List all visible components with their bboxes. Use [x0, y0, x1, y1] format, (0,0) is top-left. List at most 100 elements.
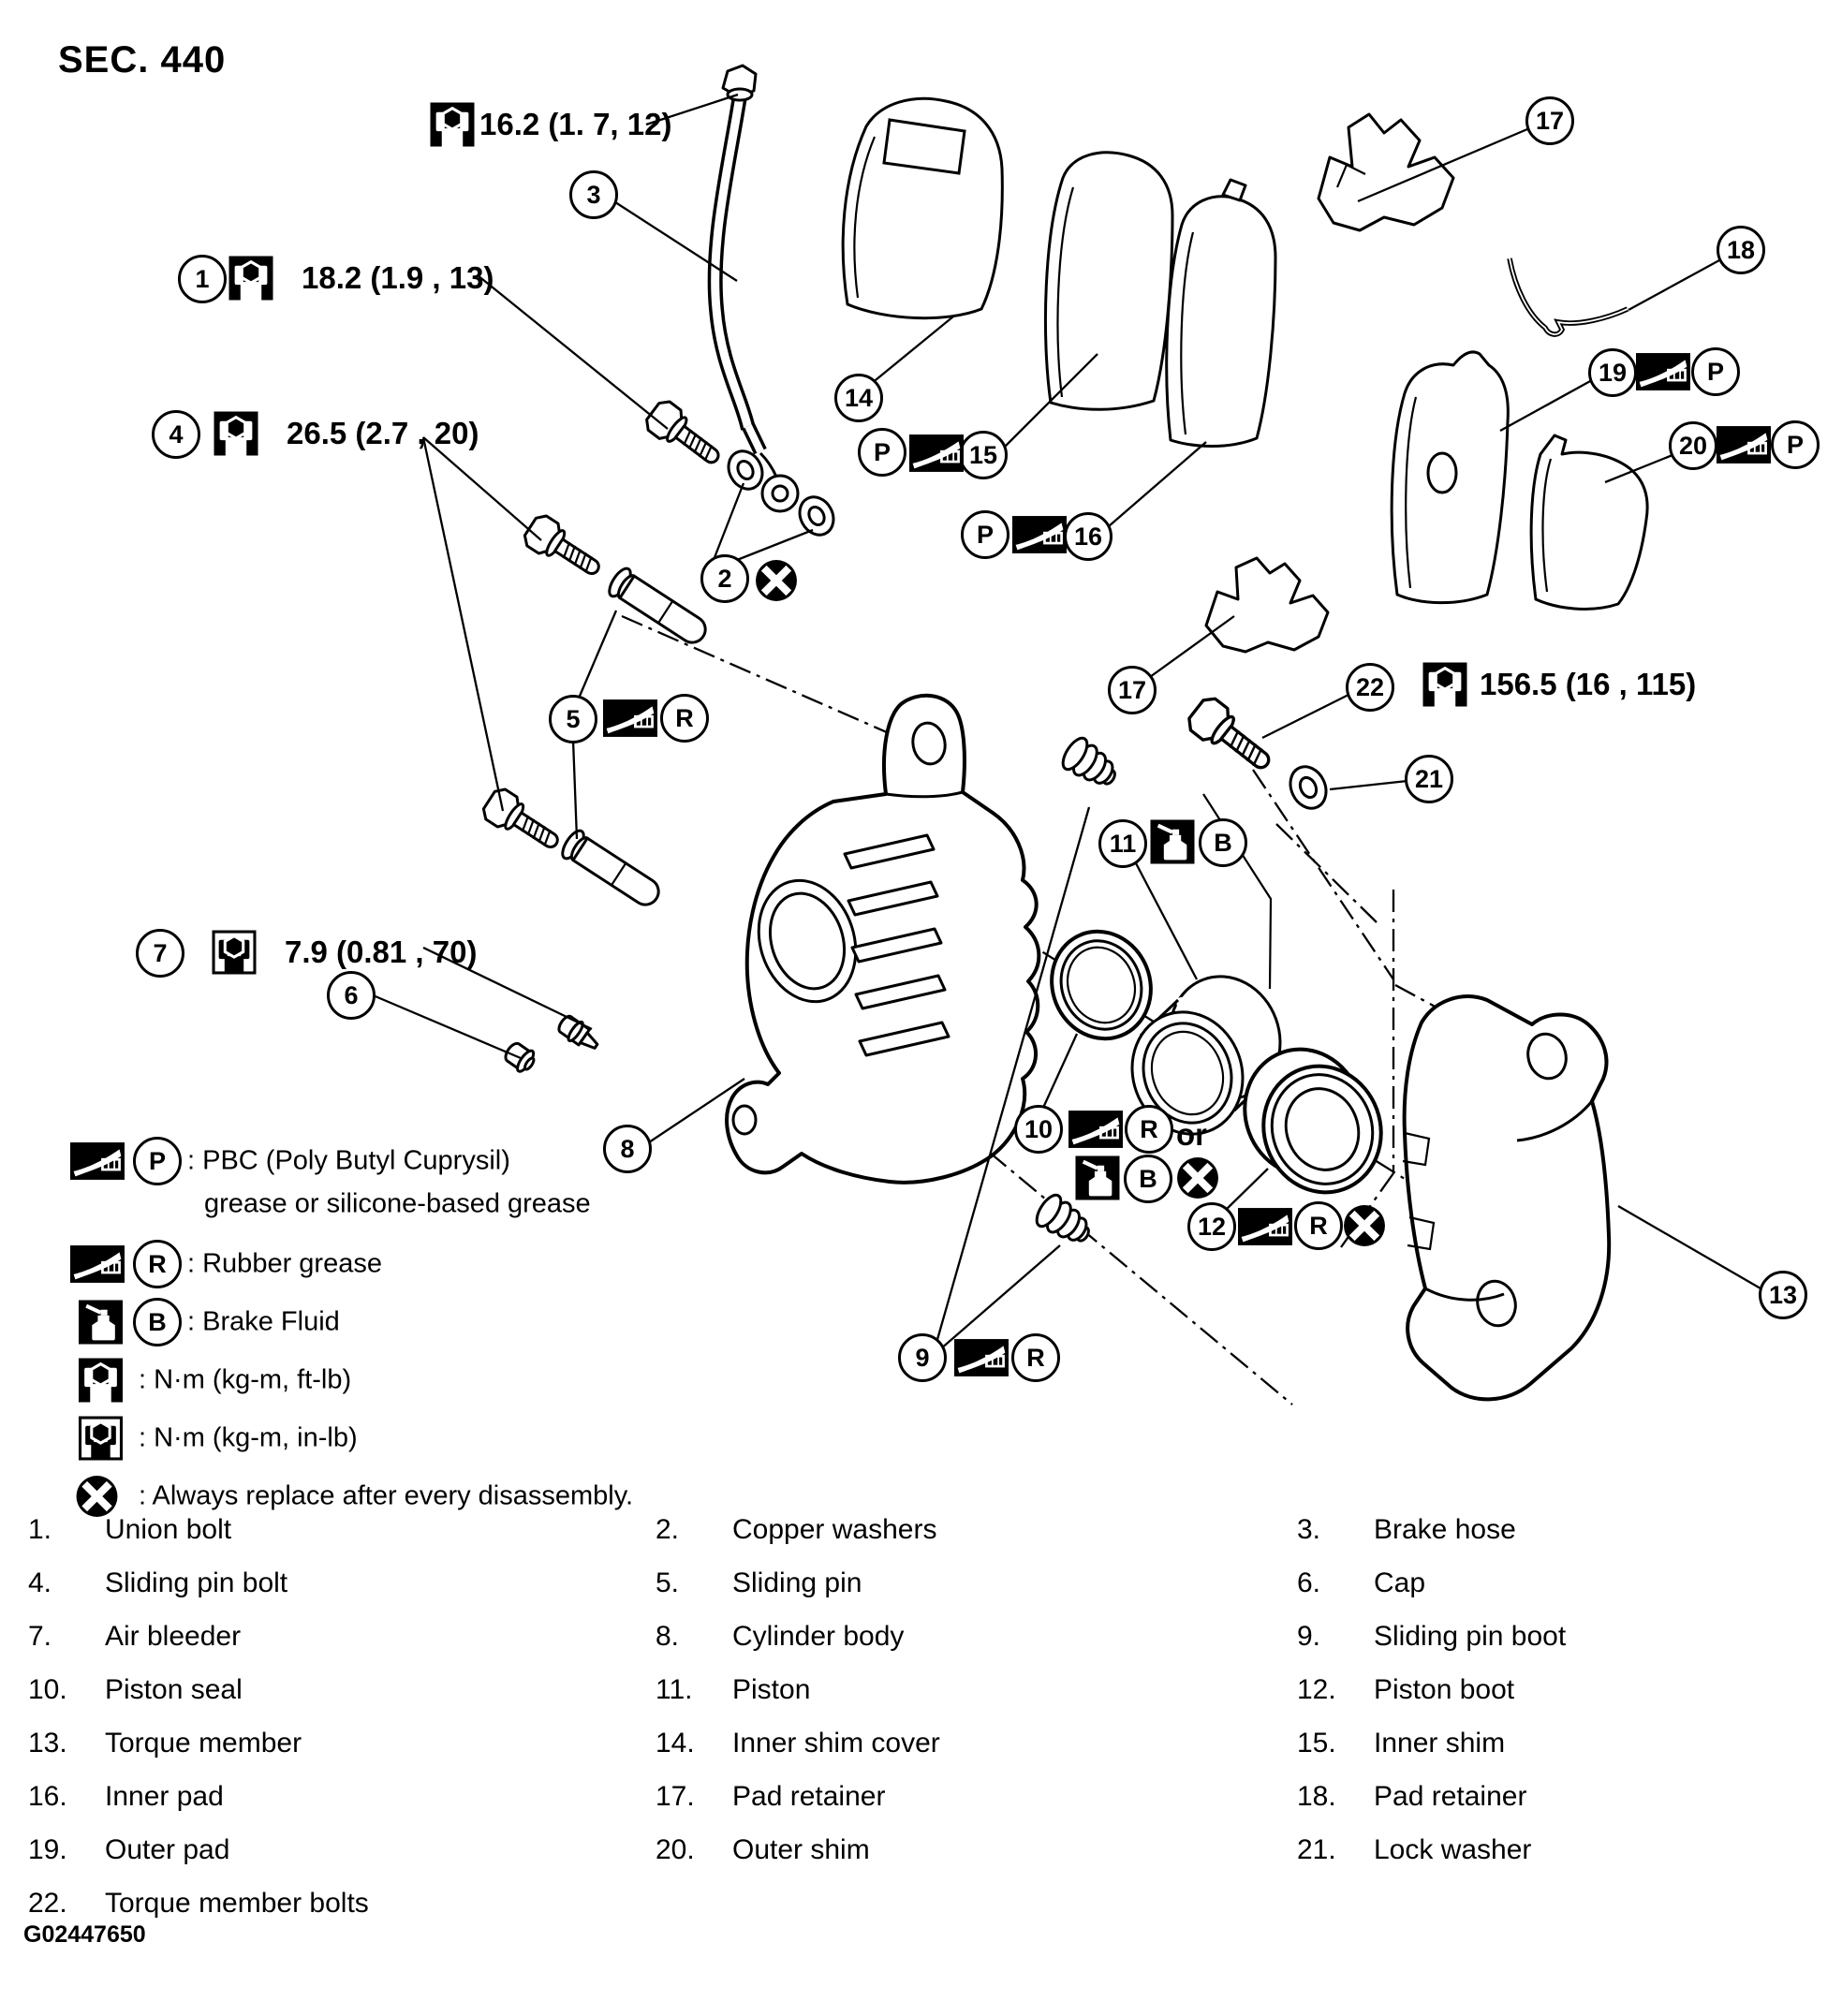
part-number: 2. [656, 1514, 680, 1545]
wrench-ftlb-legend-icon [79, 1358, 123, 1403]
legend-text-line2: grease or silicone-based grease [204, 1188, 591, 1219]
brake-fluid-icon [79, 1300, 123, 1345]
grease-chip [603, 699, 657, 738]
letter-R-badge: R [1125, 1105, 1173, 1154]
inner-shim-drawing [1043, 151, 1174, 411]
brake-hose-drawing [707, 64, 780, 482]
section-title: SEC. 440 [58, 39, 227, 81]
callout-7: 7 [136, 929, 184, 978]
legend-text: : PBC (Poly Butyl Cuprysil) [187, 1145, 510, 1176]
legend-text: : N·m (kg-m, in-lb) [139, 1422, 358, 1453]
part-name: Pad retainer [1374, 1781, 1527, 1812]
figure-code: G02447650 [23, 1921, 146, 1948]
pad-retainer-drawing [1204, 112, 1455, 654]
callout-16: 16 [1064, 512, 1113, 561]
wrench-ftlb-icon [430, 102, 475, 147]
air-bleeder-drawing [557, 1014, 599, 1050]
brake-fluid-icon [1075, 1155, 1120, 1200]
part-number: 3. [1297, 1514, 1321, 1545]
torque-label: or [1176, 1117, 1207, 1152]
part-number: 4. [28, 1567, 52, 1598]
callout-5: 5 [549, 695, 597, 743]
grease-chip [1012, 515, 1067, 554]
callout-3: 3 [569, 170, 618, 219]
part-name: Torque member bolts [105, 1888, 369, 1919]
grease-chip [1238, 1207, 1292, 1246]
fluid-chip [1150, 819, 1195, 864]
letter-P-badge: P [133, 1137, 182, 1185]
part-number: 9. [1297, 1621, 1321, 1652]
part-name: Sliding pin bolt [105, 1567, 288, 1598]
callout-18: 18 [1717, 226, 1765, 274]
leader-lines [370, 93, 1761, 1350]
replace-after-disassembly-icon [756, 560, 797, 601]
copper-washer-drawing [798, 495, 835, 537]
letter-R-badge: R [133, 1240, 182, 1288]
callout-12: 12 [1187, 1202, 1236, 1251]
x-chip [1176, 1156, 1220, 1200]
part-name: Union bolt [105, 1514, 232, 1545]
part-name: Copper washers [732, 1514, 937, 1545]
piston-drawing [1130, 975, 1282, 1136]
callout-20: 20 [1669, 421, 1717, 470]
wrench-inlb-legend-icon [79, 1416, 123, 1461]
part-number: 18. [1297, 1781, 1336, 1812]
part-number: 1. [28, 1514, 52, 1545]
inner-pad-drawing [1165, 178, 1277, 448]
fluid-chip [1075, 1155, 1120, 1200]
grease-legend-icon [70, 1141, 125, 1181]
callout-19: 19 [1588, 348, 1637, 397]
brake-fluid-icon [1150, 819, 1195, 864]
letter-P-badge: P [1691, 347, 1740, 396]
part-name: Piston seal [105, 1674, 243, 1705]
grease-icon [1012, 516, 1067, 553]
callout-15: 15 [959, 431, 1008, 479]
wrench-ftlb-chip [1422, 662, 1467, 707]
callout-10: 10 [1014, 1105, 1063, 1154]
cylinder-body-drawing [725, 693, 1041, 1185]
callout-13: 13 [1759, 1271, 1807, 1319]
x-chip [1343, 1204, 1387, 1248]
legend-text: : N·m (kg-m, ft-lb) [139, 1364, 352, 1395]
letter-chip: B [1199, 818, 1247, 867]
legend-text: : Always replace after every disassembly… [139, 1480, 634, 1511]
callout-21: 21 [1405, 755, 1453, 803]
replace-after-disassembly-icon [76, 1476, 118, 1517]
grease-icon [70, 1245, 125, 1283]
part-number: 11. [656, 1674, 693, 1705]
letter-chip: P [858, 428, 906, 477]
wrench-ftlb-icon [228, 256, 273, 301]
torque-label: 7.9 (0.81 , 70) [285, 934, 478, 969]
wrench-ftlb-icon [1422, 662, 1467, 707]
letter-P-badge: P [961, 510, 1009, 559]
callout-22: 22 [1346, 663, 1394, 712]
part-name: Outer pad [105, 1834, 230, 1865]
part-number: 8. [656, 1621, 680, 1652]
grease-chip [909, 434, 964, 473]
union-bolt-drawing [641, 395, 729, 476]
wrench-inlb-icon [79, 1416, 123, 1461]
part-name: Inner pad [105, 1781, 224, 1812]
part-name: Lock washer [1374, 1834, 1532, 1865]
part-number: 19. [28, 1834, 67, 1865]
grease-chip [1717, 425, 1771, 464]
letter-chip: P [1691, 347, 1740, 396]
callout-2: 2 [700, 554, 749, 603]
callout-11: 11 [1098, 819, 1147, 868]
grease-icon [1068, 1111, 1123, 1148]
callout-14: 14 [834, 374, 883, 422]
part-number: 12. [1297, 1674, 1336, 1705]
letter-chip: R [1011, 1333, 1060, 1382]
inner-shim-cover-drawing [841, 96, 1004, 320]
letter-R-badge: R [660, 694, 709, 743]
callout-4: 4 [152, 410, 200, 459]
legend-letter: P [133, 1137, 182, 1185]
banjo-eye-drawing [760, 474, 800, 513]
torque-label: 16.2 (1. 7, 12) [479, 107, 672, 141]
torque-label: 26.5 (2.7 , 20) [287, 416, 479, 450]
torque-label: 156.5 (16 , 115) [1480, 667, 1697, 701]
callout-9: 9 [898, 1333, 947, 1382]
copper-washer-drawing [727, 449, 764, 491]
letter-B-badge: B [133, 1298, 182, 1346]
